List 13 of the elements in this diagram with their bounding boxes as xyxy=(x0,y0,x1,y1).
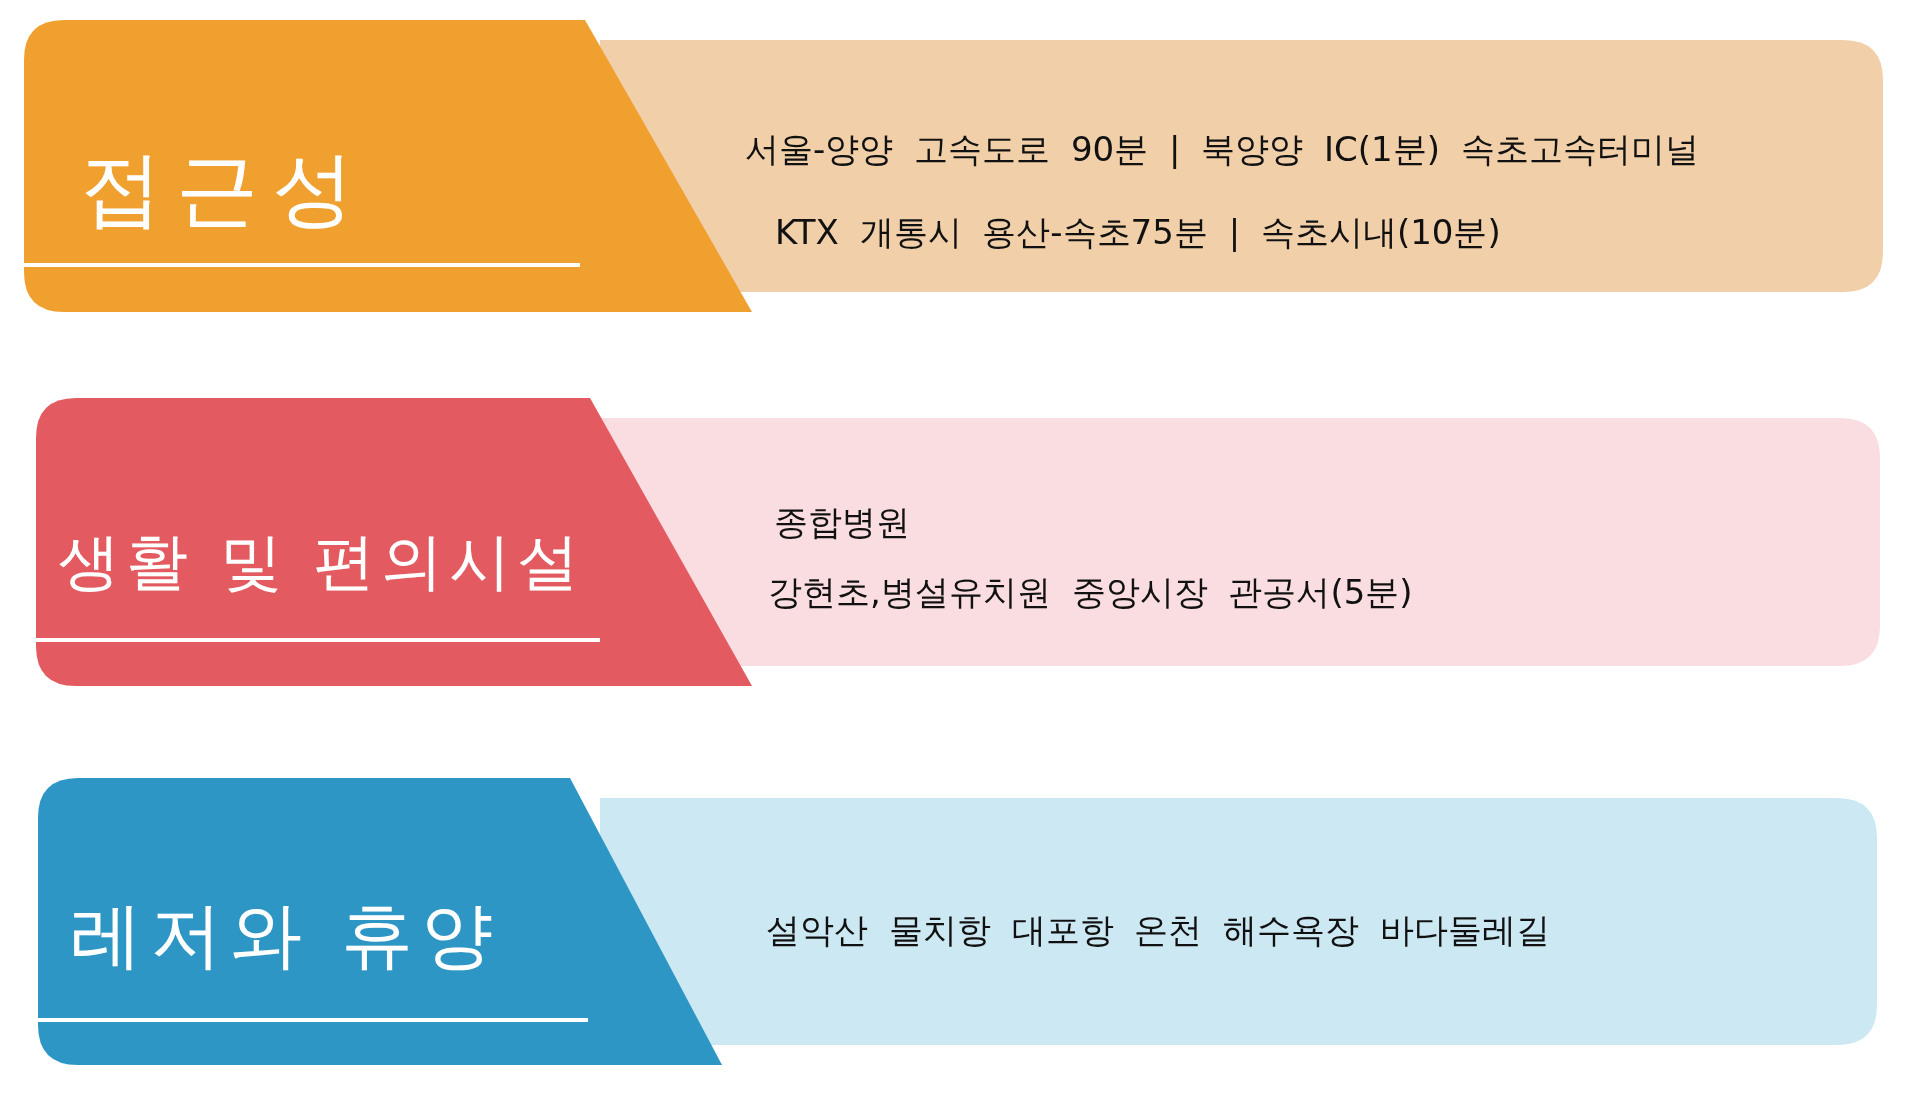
category-title: 생활 및 편의시설 xyxy=(58,523,586,600)
info-panel xyxy=(600,40,1883,292)
info-text: 종합병원 xyxy=(774,501,910,544)
category-banner xyxy=(36,398,752,686)
info-text: 서울-양양 고속도로 90분 | 북양양 IC(1분) 속초고속터미널 xyxy=(745,128,1699,171)
info-text: KTX 개통시 용산-속초75분 | 속초시내(10분) xyxy=(775,211,1501,254)
info-panel xyxy=(600,798,1877,1045)
category-title: 접근성 xyxy=(80,139,368,238)
category-banner xyxy=(38,778,722,1065)
category-title: 레저와 휴양 xyxy=(70,892,501,980)
info-text: 강현초,병설유치원 중앙시장 관공서(5분) xyxy=(768,571,1413,614)
info-text: 설악산 물치항 대포항 온천 해수욕장 바다둘레길 xyxy=(766,909,1551,952)
info-panel xyxy=(600,418,1880,666)
